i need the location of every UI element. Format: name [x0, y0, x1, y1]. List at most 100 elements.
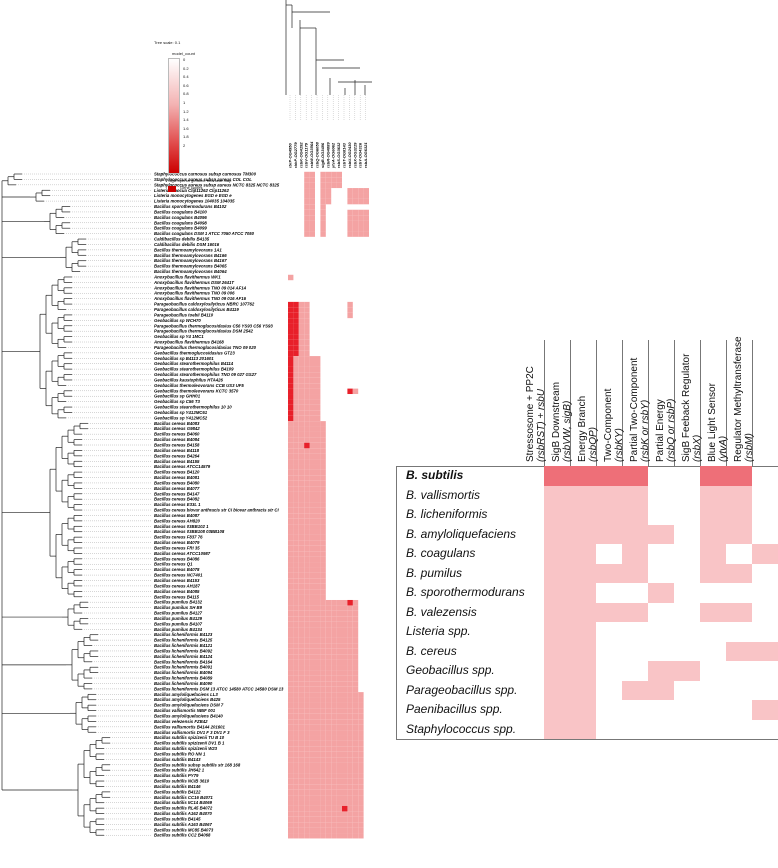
heatmap-cell — [304, 491, 310, 497]
heatmap-cell — [315, 648, 321, 655]
heatmap-cell — [347, 637, 353, 644]
heatmap-cell — [336, 648, 342, 655]
heatmap-cell — [293, 497, 299, 503]
heatmap-cell — [304, 437, 310, 443]
heatmap-cell — [325, 188, 332, 194]
heatmap-cell — [293, 448, 299, 454]
taxon-label: Bacillus cereus 03BB102 1 — [154, 524, 209, 529]
heatmap-cell — [293, 404, 299, 411]
heatmap-cell — [293, 627, 299, 633]
row-label: Paenibacillus spp. — [406, 702, 503, 716]
heatmap-cell — [320, 534, 326, 541]
heatmap-cell — [331, 643, 337, 649]
heatmap-cell — [298, 811, 305, 817]
heatmap-cell — [342, 654, 348, 660]
heatmap-cell — [331, 665, 337, 671]
heatmap-cell — [320, 215, 326, 221]
taxon-label: Anoxybacillus flavithermus WK1 — [153, 274, 221, 279]
table-cell — [726, 602, 752, 622]
heatmap-cell — [336, 805, 342, 812]
taxon-label: Bacillus amyloliquefaciens LL3 — [154, 692, 218, 697]
heatmap-cell — [288, 648, 294, 655]
taxon-label: Geobacillus stearothermophilus B4109 — [154, 367, 234, 372]
heatmap-cell — [315, 643, 321, 649]
heatmap-cell — [352, 665, 359, 671]
heatmap-cell — [352, 388, 359, 395]
heatmap-cell — [309, 442, 315, 449]
heatmap-cell — [298, 784, 305, 790]
heatmap-cell — [315, 751, 321, 758]
heatmap-cell — [336, 632, 342, 638]
heatmap-cell — [304, 334, 310, 340]
taxon-label: Parageobacillus caldoxylosilyticus B4119 — [154, 307, 239, 312]
heatmap-cell — [347, 220, 353, 226]
heatmap-cell — [331, 610, 337, 617]
scale-tick-6: 1.2 — [183, 108, 189, 114]
heatmap-cell — [288, 713, 294, 720]
heatmap-cell — [309, 735, 315, 741]
heatmap-cell — [363, 220, 369, 226]
heatmap-cell — [293, 377, 299, 384]
heatmap-cell — [325, 816, 332, 823]
heatmap-cell — [347, 610, 353, 617]
heatmap-cell — [336, 610, 342, 617]
heatmap-cell — [320, 735, 326, 741]
heatmap-cell — [320, 637, 326, 644]
heatmap-cell — [298, 475, 305, 481]
column-title: Partial Two-Component — [629, 357, 640, 462]
heatmap-cell — [320, 784, 326, 790]
heatmap-cell — [325, 740, 332, 747]
heatmap-cell — [320, 778, 326, 785]
heatmap-cell — [298, 486, 305, 492]
taxon-label: Bacillus licheniformis B4090 — [154, 681, 213, 686]
heatmap-cell — [304, 811, 310, 817]
taxon-label: Bacillus subtilis spizizenii W23 — [154, 746, 218, 751]
heatmap-cell — [288, 632, 294, 638]
heatmap-cell — [320, 437, 326, 443]
heatmap-cell — [288, 307, 294, 313]
heatmap-cell — [342, 784, 348, 790]
heatmap-cell — [315, 404, 321, 411]
heatmap-cell — [315, 686, 321, 693]
heatmap-cell — [358, 692, 364, 698]
heatmap-cell — [304, 394, 310, 400]
heatmap-cell — [288, 448, 294, 454]
heatmap-cell — [331, 746, 337, 752]
heatmap-cell — [358, 816, 364, 823]
heatmap-cell — [298, 415, 305, 422]
heatmap-cell — [304, 567, 310, 573]
table-cell — [700, 563, 726, 583]
heatmap-cell — [320, 665, 326, 671]
heatmap-cell — [336, 616, 342, 622]
heatmap-cell — [298, 540, 305, 546]
heatmap-cell — [288, 366, 294, 373]
heatmap-cell — [315, 377, 321, 384]
heatmap-cell — [320, 524, 326, 530]
heatmap-cell — [347, 301, 353, 308]
taxon-label: Staphylococcus carnosus subsp carnosus T… — [154, 172, 257, 177]
heatmap-cell — [288, 556, 294, 563]
heatmap-cell — [298, 502, 305, 508]
heatmap-cell — [304, 307, 310, 313]
heatmap-cell — [315, 475, 321, 481]
heatmap-cell — [325, 789, 332, 796]
heatmap-cell — [352, 643, 359, 649]
heatmap-cell — [336, 659, 342, 666]
heatmap-cell — [288, 800, 294, 806]
heatmap-cell — [309, 822, 315, 828]
heatmap-cell — [288, 621, 294, 628]
table-cell — [544, 505, 570, 525]
heatmap-cell — [309, 605, 315, 611]
heatmap-cell — [315, 464, 321, 470]
taxon-label: Bacillus pumilus B4127 — [154, 611, 203, 616]
heatmap-cell — [358, 188, 364, 194]
heatmap-cell — [331, 659, 337, 666]
heatmap-cell — [304, 513, 310, 519]
column-header: SigB Feeback Regulator(rsbX) — [681, 340, 727, 466]
heatmap-cell — [352, 795, 359, 801]
heatmap-cell — [288, 318, 294, 324]
heatmap-cell — [315, 562, 321, 568]
heatmap-cell — [298, 746, 305, 752]
scale-tick-3: 0.6 — [183, 82, 189, 88]
heatmap-cell — [336, 654, 342, 660]
